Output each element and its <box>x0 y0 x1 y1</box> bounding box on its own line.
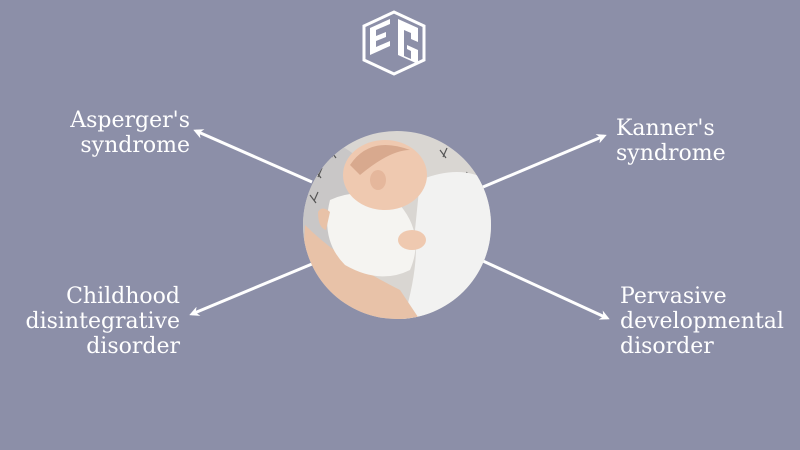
node-label-line: Asperger's <box>70 108 190 133</box>
arrow-bottom-left <box>189 262 313 316</box>
cube-logo-icon <box>362 10 426 76</box>
node-label-line: developmental <box>620 309 784 334</box>
node-label-line: Kanner's <box>616 116 715 141</box>
node-label-line: disorder <box>86 334 180 359</box>
node-aspergers-syndrome: Asperger's syndrome <box>40 108 190 158</box>
node-childhood-disintegrative-disorder: Childhood disintegrative disorder <box>20 284 180 359</box>
node-label-line: disorder <box>620 334 714 359</box>
node-label-line: Childhood <box>66 284 180 309</box>
node-pervasive-developmental-disorder: Pervasive developmental disorder <box>620 284 795 359</box>
arrow-bottom-right <box>482 259 610 320</box>
node-label-line: disintegrative <box>25 309 180 334</box>
node-label-line: syndrome <box>616 141 726 166</box>
node-label-line: syndrome <box>80 133 190 158</box>
node-kanners-syndrome: Kanner's syndrome <box>616 116 776 166</box>
node-label-line: Pervasive <box>620 284 727 309</box>
arrow-top-right <box>482 134 607 189</box>
arrow-top-left <box>193 129 313 184</box>
center-photo <box>303 131 491 319</box>
